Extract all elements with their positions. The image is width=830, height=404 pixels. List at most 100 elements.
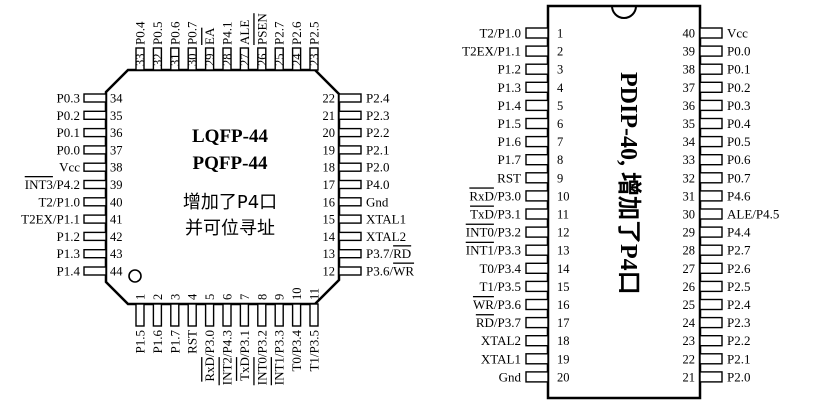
pdip-pin-label: P2.4: [727, 297, 751, 312]
lqfp-pin-label: RST: [185, 330, 200, 354]
pdip-pin-number: 9: [557, 171, 563, 185]
pdip-pin-number: 21: [683, 370, 696, 384]
lqfp-pin-label: P0.2: [57, 108, 80, 123]
lqfp-pin-number: 20: [323, 126, 336, 140]
lqfp-pin-35: [83, 110, 107, 121]
lqfp-pin-label: P3.6/WR: [366, 264, 414, 279]
pdip-pin-label: RD/P3.7: [476, 315, 522, 330]
lqfp-pin-number: 5: [203, 294, 217, 300]
lqfp-pin-number: 16: [323, 195, 336, 209]
pdip-pin-label: P2.5: [727, 279, 750, 294]
lqfp-pin-number: 25: [273, 54, 287, 67]
lqfp-pin-number: 35: [110, 109, 123, 123]
lqfp-pin-23: [309, 47, 319, 71]
pdip-pin-37: [699, 81, 723, 94]
lqfp-pin-label: INT3/P4.2: [25, 177, 80, 192]
lqfp-pin-label: ALE: [237, 20, 252, 45]
pdip-pin-5: [525, 99, 549, 112]
lqfp-pin-10: [291, 303, 302, 327]
pdip-pin-15: [525, 280, 549, 293]
lqfp-pin-number: 14: [323, 230, 336, 244]
lqfp-pin-label: P4.0: [366, 177, 389, 192]
pdip-left-pins: 1T2/P1.02T2EX/P1.13P1.24P1.35P1.46P1.57P…: [462, 26, 570, 385]
pqfp-title: PQFP-44: [193, 153, 268, 174]
lqfp-pin-number: 34: [110, 92, 123, 106]
pdip-pin-7: [525, 135, 549, 148]
pdip-pin-number: 38: [683, 63, 696, 77]
pdip-pin-label: T2/P1.0: [479, 26, 521, 41]
lqfp-pin-12: [338, 266, 362, 276]
lqfp-pin-40: [83, 197, 107, 207]
lqfp-pin-number: 8: [255, 294, 269, 300]
lqfp-pin-label: P1.6: [150, 330, 165, 354]
pdip-pin-40: [699, 27, 723, 39]
lqfp-pin-label: Vcc: [59, 160, 80, 175]
lqfp-pin-number: 12: [323, 265, 336, 279]
lqfp-pin-label: PSEN: [254, 13, 269, 45]
pdip-pin-25: [699, 298, 723, 311]
lqfp-pin-38: [83, 162, 107, 172]
pdip-notch: [611, 5, 637, 19]
pdip-pin-label: P1.5: [498, 116, 521, 131]
lqfp-pin-21: [338, 110, 362, 121]
lqfp-bottom-pins: 1P1.52P1.63P1.74RST5RxD/P3.06INT2/P4.37T…: [133, 288, 322, 386]
pdip-pin-number: 29: [683, 226, 696, 240]
pdip-pin-label: P0.6: [727, 152, 751, 167]
pdip-pin-label: P2.6: [727, 261, 751, 276]
lqfp-pin-number: 37: [110, 143, 123, 157]
pdip-pin-number: 1: [557, 27, 563, 41]
lqfp-pin-number: 27: [238, 54, 252, 67]
lqfp-pin-label: P0.3: [57, 91, 80, 106]
pdip-pin-number: 16: [557, 298, 570, 312]
lqfp-pin-5: [204, 303, 215, 327]
lqfp-pin-20: [338, 127, 362, 138]
lqfp-pin-label: T1/P3.5: [307, 330, 322, 372]
lqfp-pin-number: 38: [110, 161, 123, 175]
lqfp-pin-8: [257, 303, 267, 327]
lqfp-pin-number: 15: [323, 213, 336, 227]
pdip-pin-number: 7: [557, 135, 563, 149]
pdip-pin-12: [525, 226, 549, 238]
pdip-pin-label: P0.3: [727, 98, 750, 113]
lqfp-pin-number: 26: [255, 54, 269, 67]
lqfp-pin-22: [338, 93, 362, 103]
lqfp-pin-number: 33: [134, 54, 148, 67]
lqfp-pin-14: [338, 231, 362, 242]
lqfp-pin-26: [257, 47, 267, 71]
lqfp-pin-32: [152, 47, 163, 71]
pdip-pin-3: [525, 63, 549, 75]
pdip-pin-label: TxD/P3.1: [470, 207, 521, 222]
lqfp-pin-33: [135, 47, 145, 71]
pdip-pin-label: P0.0: [727, 44, 750, 59]
lqfp-pin-43: [83, 248, 107, 259]
pdip-pin-number: 11: [557, 208, 569, 222]
lqfp-pin-label: P2.5: [307, 22, 322, 45]
pdip-pin-number: 33: [683, 153, 696, 167]
lqfp-pin-25: [274, 47, 284, 71]
pdip-pin-38: [699, 63, 723, 75]
lqfp-pin-36: [83, 127, 107, 138]
lqfp-pin-41: [83, 214, 107, 224]
lqfp-pin-34: [83, 93, 107, 103]
pdip-pin-number: 20: [557, 370, 570, 384]
lqfp-pin-label: XTAL2: [366, 229, 406, 244]
lqfp-pin-number: 7: [238, 294, 252, 300]
pdip-pin-number: 5: [557, 99, 563, 113]
lqfp-pin-label: P0.7: [185, 21, 200, 45]
pdip-pin-11: [525, 208, 549, 220]
lqfp-pin-number: 21: [323, 109, 336, 123]
pdip-pin-number: 17: [557, 316, 570, 330]
lqfp-title: LQFP-44: [192, 126, 268, 147]
lqfp-pin-number: 3: [168, 294, 182, 300]
lqfp-pin-label: P2.4: [366, 91, 390, 106]
lqfp-pin-label: T0/P3.4: [289, 330, 304, 372]
lqfp-pin-label: RxD/P3.0: [202, 330, 217, 382]
pdip-pin-number: 40: [683, 27, 696, 41]
pdip-pin-label: RxD/P3.0: [469, 188, 521, 203]
pdip-pin-label: P2.7: [727, 243, 751, 258]
lqfp-pin-label: Gnd: [366, 194, 389, 209]
lqfp-pin-label: P2.0: [366, 160, 389, 175]
pdip-pin-27: [699, 262, 723, 274]
